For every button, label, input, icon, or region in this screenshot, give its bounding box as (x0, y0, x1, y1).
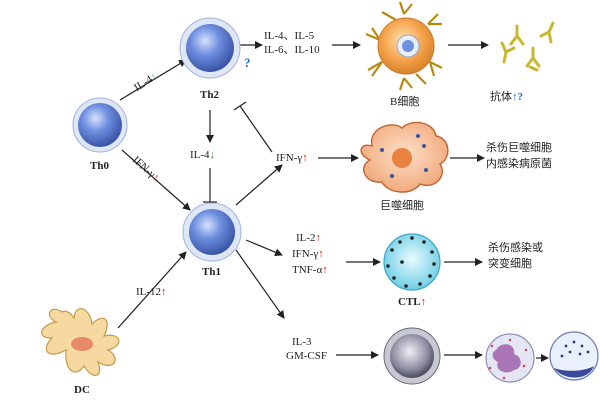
label-th1-gmcsf: GM-CSF (286, 350, 327, 362)
macrophage-cell (360, 121, 449, 193)
arrow-th1-il3 (235, 249, 285, 319)
label-il12: IL-12↑ (136, 286, 167, 298)
label-th1-tnfa: TNF-α↑ (292, 264, 328, 276)
antibodies (500, 21, 555, 72)
label-ctl-outcome-2: 突变细胞 (488, 258, 532, 270)
basophil-cell (549, 331, 599, 381)
label-bcell: B细胞 (390, 96, 420, 108)
th2-cell (179, 17, 241, 79)
label-th0: Th0 (90, 160, 109, 172)
label-dc: DC (74, 384, 90, 396)
th0-cell (72, 97, 128, 153)
label-macro-outcome-1: 杀伤巨噬细胞 (486, 142, 552, 154)
question-icon-th2: ? (244, 55, 251, 70)
arrow-th1-cytokines (245, 239, 283, 256)
arrow-th1-ifng (235, 164, 283, 206)
label-macrophage: 巨噬细胞 (380, 200, 424, 212)
label-ctl: CTL↑ (398, 296, 427, 308)
label-ifng-macro: IFN-γ↑ (276, 152, 308, 164)
dendritic-cell (41, 308, 120, 376)
label-antibody: 抗体↑? (490, 91, 524, 103)
label-macro-outcome-2: 内感染病原菌 (486, 158, 552, 170)
label-th1-il2: IL-2↑ (296, 232, 322, 244)
b-cell (365, 1, 443, 91)
label-th2-cytokines-1: IL-4、IL-5 (264, 30, 315, 42)
label-il4-th2-th1: IL-4↓ (190, 149, 216, 161)
connectors (117, 41, 549, 362)
arrow-th0-to-th1 (121, 149, 191, 211)
question-icon-antibody: ? (517, 91, 524, 103)
inhibit-ifng-th2 (239, 105, 273, 153)
label-th2-cytokines-2: IL-6、IL-10 (264, 44, 320, 56)
label-th1-ifng: IFN-γ↑ (292, 248, 324, 260)
label-th1: Th1 (202, 266, 221, 278)
inhibit-ifng-th2-bar (233, 101, 247, 111)
granulocyte-cell (485, 333, 535, 383)
arrow-dc-th1 (117, 251, 187, 329)
label-th2: Th2 (200, 89, 219, 101)
ctl-cell (383, 233, 441, 291)
progenitor-cell (383, 327, 441, 385)
arrow-th0-to-th2 (119, 59, 187, 101)
label-th1-il3: IL-3 (292, 336, 312, 348)
label-ctl-outcome-1: 杀伤感染或 (488, 242, 543, 254)
th1-cell (182, 202, 242, 262)
